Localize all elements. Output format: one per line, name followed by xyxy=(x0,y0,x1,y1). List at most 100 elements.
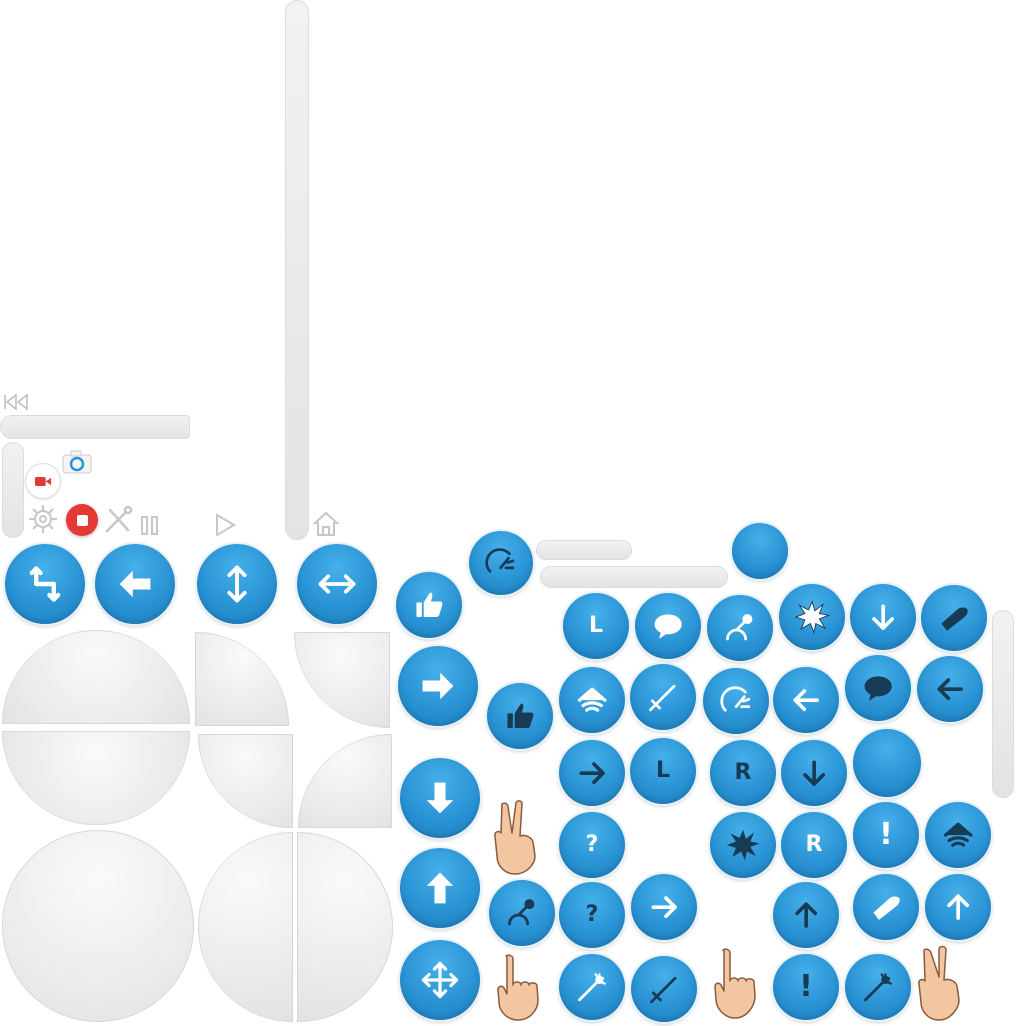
vertical-resize-button[interactable] xyxy=(197,544,277,624)
question-button-dark[interactable]: ? xyxy=(559,882,625,948)
tools-icon[interactable] xyxy=(102,504,134,536)
wifi-chevron-icon xyxy=(577,687,607,712)
arrow-up-button-dark[interactable] xyxy=(773,882,839,948)
arrow-up-button-white[interactable] xyxy=(925,874,991,940)
right-vertical-track[interactable] xyxy=(992,610,1014,798)
move-icon xyxy=(421,961,459,999)
arrow-right-button-large[interactable] xyxy=(398,646,478,726)
exclaim-button-white[interactable]: ! xyxy=(853,802,919,868)
arrow-down-icon xyxy=(803,760,825,786)
hand-peace-icon xyxy=(488,798,548,876)
hand-point-icon xyxy=(705,946,763,1022)
blank-button-mid[interactable] xyxy=(853,729,921,797)
sword-icon xyxy=(648,684,676,712)
magic-wand-icon xyxy=(577,973,606,1002)
thumbs-up-button-small[interactable] xyxy=(487,683,553,749)
rewind-icon[interactable] xyxy=(2,392,30,412)
wifi-chevron-icon xyxy=(943,822,973,847)
joystick-base-full xyxy=(2,830,194,1022)
bullet-button-white[interactable] xyxy=(853,874,919,940)
speedometer-icon xyxy=(720,686,751,712)
arrow-left-icon xyxy=(119,570,151,598)
quarter-disc-bottom-left xyxy=(198,734,293,828)
stop-icon[interactable] xyxy=(66,504,98,536)
camera-icon[interactable] xyxy=(62,450,92,474)
quarter-disc-bottom-right xyxy=(298,734,392,828)
arrow-right-button-dark[interactable] xyxy=(559,740,625,806)
arrow-up-button-large[interactable] xyxy=(400,848,480,928)
joystick-button-white[interactable] xyxy=(707,595,773,661)
arrow-right-button-white[interactable] xyxy=(631,874,697,940)
arrow-left-button-dark[interactable] xyxy=(917,656,983,722)
bullet-icon xyxy=(873,896,900,920)
bullet-button-dark[interactable] xyxy=(921,585,987,651)
wifi-chevron-button-dark[interactable] xyxy=(925,802,991,868)
R-button-dark[interactable]: R xyxy=(710,740,776,806)
L-button-dark[interactable]: L xyxy=(630,738,696,804)
arrow-up-icon xyxy=(795,902,817,928)
exclaim-button-dark[interactable]: ! xyxy=(773,954,839,1020)
play-icon[interactable] xyxy=(212,512,238,538)
wifi-chevron-button-white[interactable] xyxy=(559,667,625,733)
explosion-icon xyxy=(726,829,760,861)
exclaim-label: ! xyxy=(799,969,813,1004)
question-label: ? xyxy=(585,902,599,927)
explosion-button-white[interactable] xyxy=(779,584,845,650)
arrow-up-icon xyxy=(947,894,969,920)
vertical-slider-track[interactable] xyxy=(285,0,309,540)
arrow-down-button-dark[interactable] xyxy=(781,740,847,806)
arrow-down-button-large[interactable] xyxy=(400,758,480,838)
sword-button-white[interactable] xyxy=(630,664,696,730)
record-video-icon[interactable] xyxy=(26,464,60,498)
half-disc-left xyxy=(198,832,293,1022)
chat-button-white[interactable] xyxy=(635,593,701,659)
question-button-white[interactable]: ? xyxy=(559,812,625,878)
speedometer-icon xyxy=(485,548,515,574)
swap-arrows-icon xyxy=(29,566,61,602)
explosion-button-dark[interactable] xyxy=(710,812,776,878)
exclaim-label: ! xyxy=(879,817,893,852)
arrow-right-icon xyxy=(579,762,605,784)
joystick-button-dark[interactable] xyxy=(489,880,555,946)
L-button-white[interactable]: L xyxy=(563,593,629,659)
L-label: L xyxy=(655,758,671,783)
home-icon[interactable] xyxy=(312,510,340,538)
small-vertical-track[interactable] xyxy=(2,442,24,538)
quarter-disc-top-left xyxy=(195,632,289,726)
arrow-right-icon xyxy=(651,896,677,918)
arrow-down-icon xyxy=(426,782,454,814)
sword-button-dark[interactable] xyxy=(631,956,697,1022)
swap-arrows-button[interactable] xyxy=(5,544,85,624)
horizontal-resize-icon xyxy=(318,574,356,594)
chat-button-dark[interactable] xyxy=(845,655,911,721)
arrow-down-icon xyxy=(872,604,894,630)
arrow-left-button[interactable] xyxy=(95,544,175,624)
horizontal-resize-button[interactable] xyxy=(297,544,377,624)
chat-bubble-icon xyxy=(654,614,682,639)
progress-bar-short xyxy=(536,540,632,560)
speedometer-button-white[interactable] xyxy=(703,668,769,734)
arrow-down-button-white[interactable] xyxy=(850,584,916,650)
pause-icon[interactable] xyxy=(138,514,162,536)
thumbs-up-button-large[interactable] xyxy=(396,572,462,638)
progress-bar-long xyxy=(540,566,728,588)
R-label: R xyxy=(805,832,823,857)
joystick-icon xyxy=(725,613,753,641)
arrow-right-icon xyxy=(422,672,454,700)
vertical-resize-icon xyxy=(227,565,247,603)
chat-bubble-icon xyxy=(864,676,892,701)
speedometer-button-top[interactable] xyxy=(469,531,533,595)
magic-wand-button-dark[interactable] xyxy=(845,954,911,1020)
gear-icon[interactable] xyxy=(26,502,60,536)
bullet-icon xyxy=(941,607,968,631)
arrow-up-icon xyxy=(426,872,454,904)
move-button[interactable] xyxy=(400,940,480,1020)
L-label: L xyxy=(588,613,604,638)
blank-button-top[interactable] xyxy=(732,523,788,579)
arrow-left-button-white[interactable] xyxy=(773,667,839,733)
R-button-white[interactable]: R xyxy=(781,812,847,878)
magic-wand-icon xyxy=(863,973,892,1002)
joystick-icon xyxy=(507,898,535,926)
horizontal-slider-track[interactable] xyxy=(0,415,190,439)
magic-wand-button-white[interactable] xyxy=(559,954,625,1020)
